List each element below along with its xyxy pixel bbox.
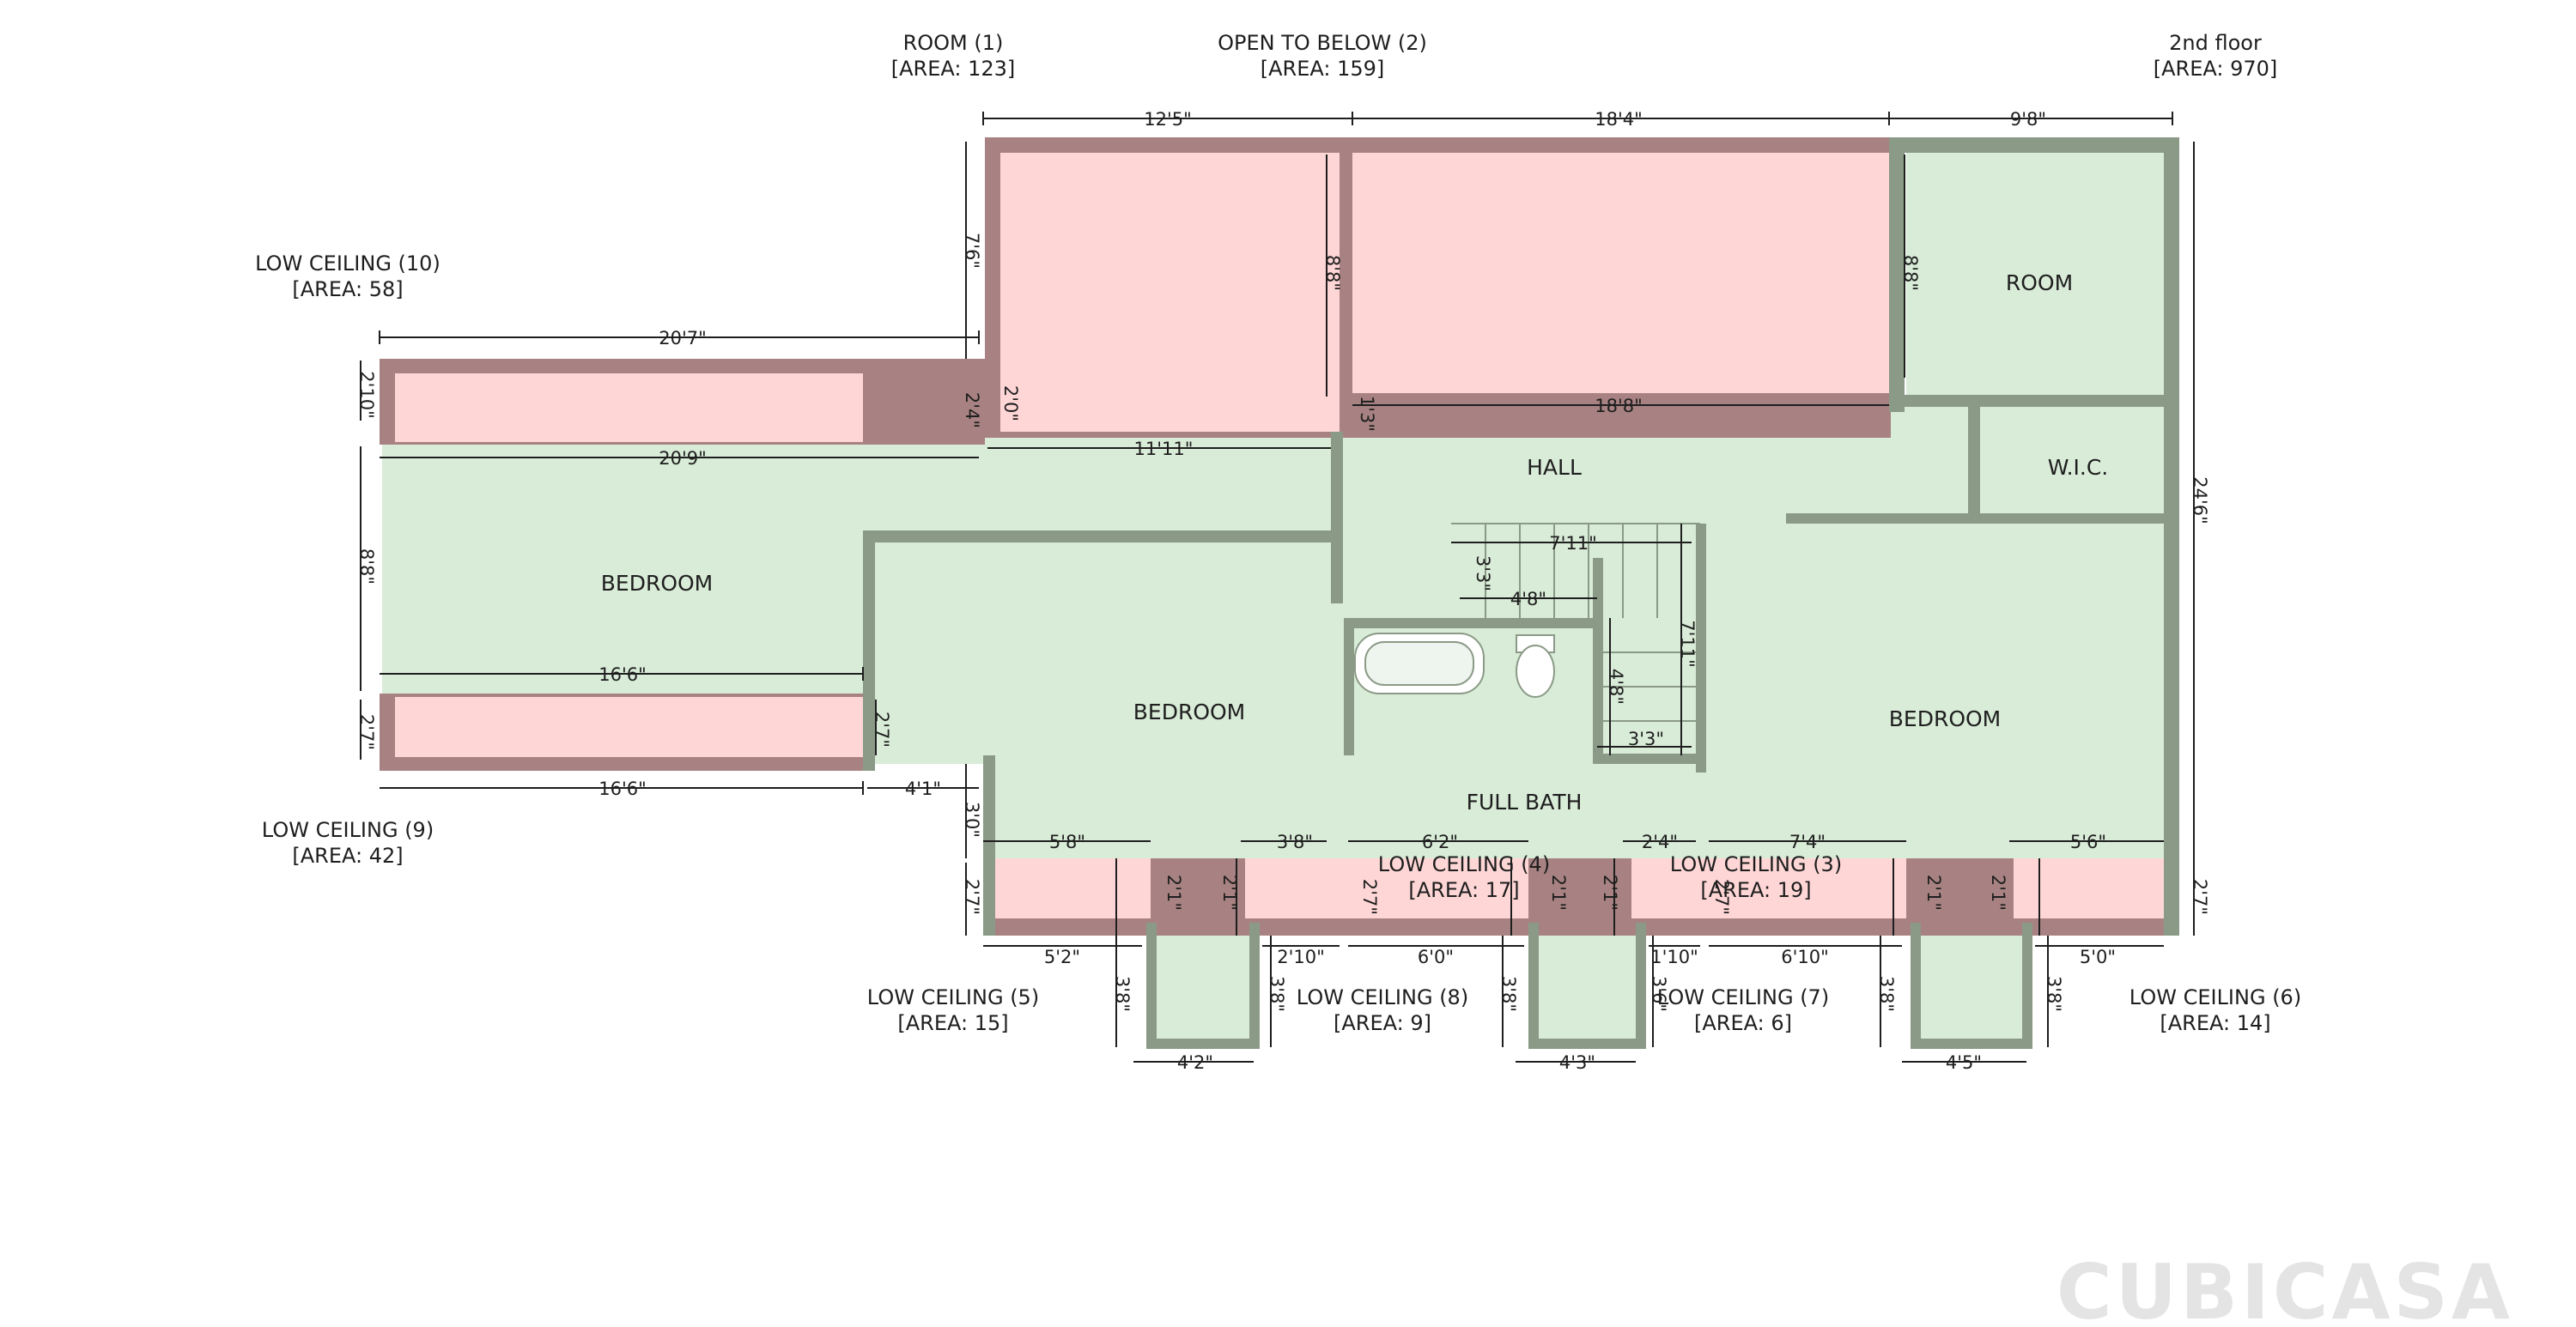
area-name: LOW CEILING (10)	[255, 251, 440, 276]
low-ceiling-areas	[380, 137, 2178, 936]
dimension-label: 3'8"	[1277, 832, 1313, 852]
dimension-labels-horizontal: 12'5" 18'4" 9'8" 20'7" 20'9" 11'11" 18'8…	[598, 109, 2116, 1073]
dimension-label: 2'7"	[1711, 879, 1732, 915]
dimension-label: 7'11"	[1677, 620, 1698, 668]
floor-name: 2nd floor	[2169, 31, 2262, 55]
dimension-label: 4'8"	[1510, 589, 1546, 609]
dimension-label: 7'6"	[962, 233, 982, 269]
dimension-label: 1'10"	[1650, 947, 1698, 967]
dimension-label: 20'9"	[659, 448, 707, 469]
area-value: [AREA: 17]	[1408, 878, 1519, 902]
dimension-label: 16'6"	[598, 779, 647, 799]
dimension-label: 3'6"	[1649, 976, 1669, 1012]
area-value: [AREA: 42]	[292, 844, 403, 868]
dimension-label: 24'6"	[2190, 476, 2210, 524]
dimension-label: 6'0"	[1418, 947, 1454, 967]
dimension-label: 18'4"	[1595, 109, 1643, 130]
floor-area: [AREA: 970]	[2154, 57, 2278, 81]
area-labels: ROOM (1) [AREA: 123] OPEN TO BELOW (2) […	[255, 31, 2301, 1035]
dimension-label: 2'1"	[1219, 875, 1240, 911]
area-value: [AREA: 15]	[897, 1011, 1008, 1035]
dimension-label: 4'1"	[905, 779, 941, 799]
area-value: [AREA: 9]	[1334, 1011, 1431, 1035]
dimension-label: 7'11"	[1549, 533, 1597, 554]
dimension-label: 4'5"	[1946, 1052, 1982, 1073]
area-value: [AREA: 58]	[292, 277, 403, 301]
area-name: ROOM (1)	[903, 31, 1004, 55]
room-label: W.I.C.	[2048, 455, 2109, 480]
dimension-label: 5'8"	[1049, 832, 1085, 852]
room-label: BEDROOM	[601, 571, 714, 596]
area-name: LOW CEILING (8)	[1297, 985, 1468, 1009]
area-value: [AREA: 19]	[1700, 878, 1811, 902]
dimension-label: 4'2"	[1177, 1052, 1213, 1073]
dimension-label: 1'3"	[1357, 396, 1377, 432]
dimension-label: 2'7"	[872, 712, 892, 748]
dimension-label: 5'0"	[2080, 947, 2116, 967]
room-label: ROOM	[2006, 270, 2073, 295]
dimension-label: 2'10"	[356, 371, 377, 419]
area-name: LOW CEILING (4)	[1378, 852, 1550, 876]
dimension-label: 3'8"	[1267, 976, 1287, 1012]
bathroom-fixtures	[1354, 633, 1555, 698]
dimension-label: 18'8"	[1595, 396, 1643, 416]
dimension-label: 3'3"	[1628, 729, 1664, 749]
dimension-label: 9'8"	[2010, 109, 2046, 130]
dimension-label: 12'5"	[1144, 109, 1192, 130]
dimension-label: 3'0"	[962, 802, 982, 838]
dimension-label: 2'0"	[1000, 385, 1021, 421]
dimension-label: 2'1"	[1548, 875, 1569, 911]
dimension-label: 2'4"	[962, 392, 982, 428]
room-label: BEDROOM	[1889, 706, 2002, 731]
area-value: [AREA: 6]	[1694, 1011, 1792, 1035]
area-name: LOW CEILING (7)	[1657, 985, 1829, 1009]
dimension-label: 8'8"	[1900, 255, 1921, 291]
dimension-label: 3'8"	[1498, 976, 1519, 1012]
dimension-label: 2'1"	[1988, 875, 2008, 911]
dimension-label: 8'8"	[1322, 255, 1343, 291]
dimension-label: 20'7"	[659, 328, 707, 348]
dimension-label: 3'8"	[1112, 976, 1133, 1012]
area-name: LOW CEILING (3)	[1670, 852, 1842, 876]
room-labels: ROOM W.I.C. HALL BEDROOM BEDROOM BEDROOM…	[601, 270, 2109, 815]
dimension-label: 6'10"	[1781, 947, 1829, 967]
brand-watermark: CUBICASA	[2057, 1248, 2513, 1327]
dimension-label: 2'1"	[1600, 875, 1620, 911]
dimension-label: 2'10"	[1277, 947, 1325, 967]
dimension-label: 3'3"	[1473, 555, 1493, 591]
dimension-label: 6'2"	[1422, 832, 1458, 852]
dimension-label: 7'4"	[1789, 832, 1826, 852]
dimension-label: 2'1"	[1923, 875, 1944, 911]
area-name: LOW CEILING (9)	[262, 818, 434, 842]
dimension-label: 2'7"	[1359, 879, 1380, 915]
dimension-label: 8'8"	[356, 548, 377, 585]
walls	[863, 137, 2179, 1049]
dimension-label: 2'1"	[1163, 875, 1184, 911]
area-value: [AREA: 123]	[891, 57, 1016, 81]
area-name: LOW CEILING (6)	[2129, 985, 2301, 1009]
dimension-label: 4'8"	[1606, 669, 1626, 705]
dimension-label: 2'7"	[962, 879, 982, 915]
dimension-label: 2'7"	[2190, 879, 2210, 915]
dimension-labels-vertical: 7'6" 8'8" 8'8" 2'10" 2'4" 2'0" 1'3" 8'8"…	[356, 233, 2210, 1012]
dimension-label: 5'6"	[2070, 832, 2106, 852]
staircase	[1451, 523, 1700, 722]
area-name: OPEN TO BELOW (2)	[1218, 31, 1427, 55]
dimension-label: 11'11"	[1134, 439, 1194, 459]
area-name: LOW CEILING (5)	[867, 985, 1039, 1009]
room-label: HALL	[1527, 455, 1582, 480]
dimension-label: 2'7"	[356, 714, 377, 750]
area-value: [AREA: 159]	[1261, 57, 1385, 81]
area-value: [AREA: 14]	[2160, 1011, 2270, 1035]
dimension-label: 3'8"	[1876, 976, 1897, 1012]
dimension-label: 3'8"	[2044, 976, 2064, 1012]
dimension-label: 5'2"	[1044, 947, 1080, 967]
dimension-lines	[360, 112, 2195, 1063]
dimension-label: 16'6"	[598, 664, 647, 685]
dimension-label: 4'3"	[1559, 1052, 1595, 1073]
room-label: FULL BATH	[1467, 790, 1583, 815]
dimension-label: 2'4"	[1642, 832, 1678, 852]
room-label: BEDROOM	[1133, 700, 1246, 724]
